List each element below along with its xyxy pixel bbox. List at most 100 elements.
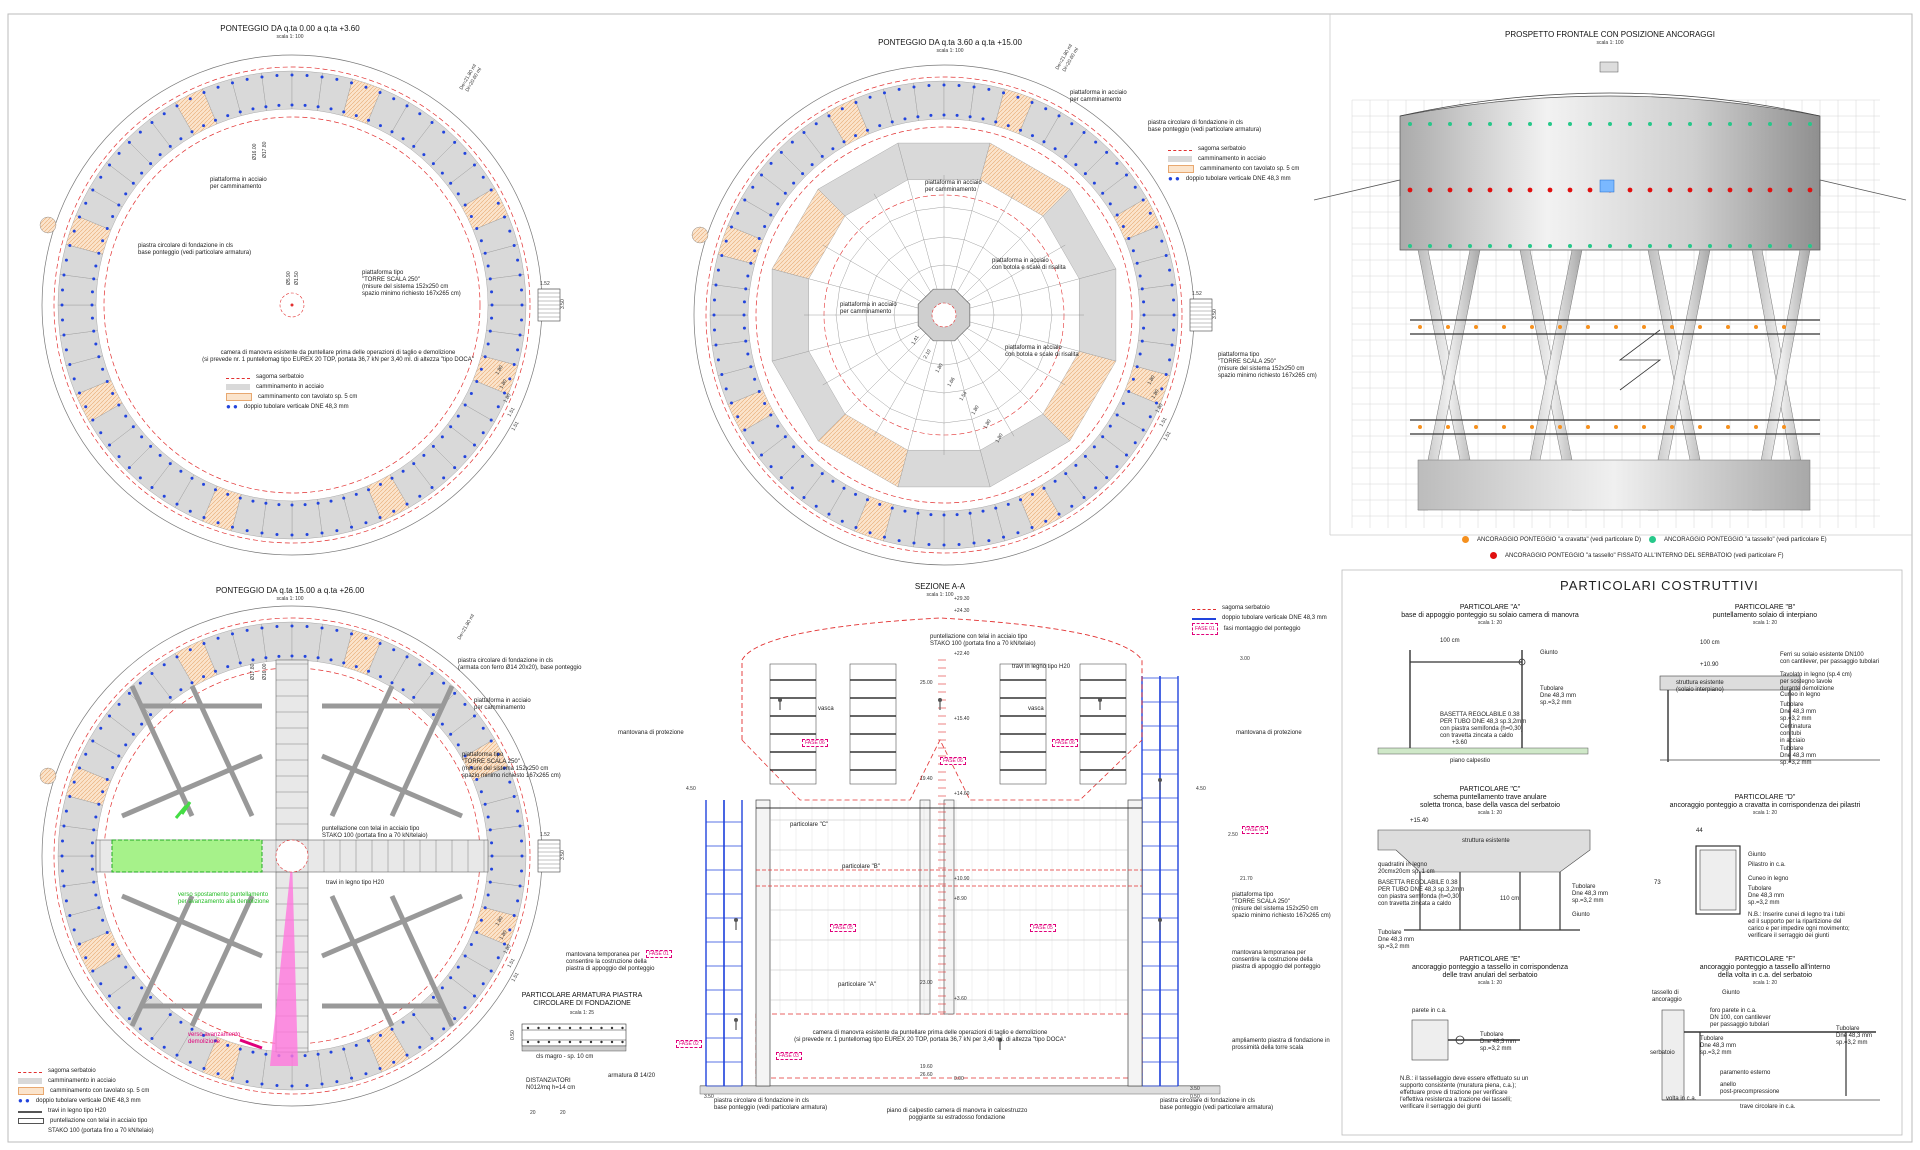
column (943, 799, 955, 1015)
detail-A-scale: scala 1: 20 (1477, 620, 1503, 626)
vertical-pipe-dot (868, 95, 872, 99)
vertical-pipe-dot (463, 954, 467, 958)
vertical-pipe-dot (60, 869, 64, 873)
vertical-pipe-dot (865, 498, 869, 502)
dim-text: 1.80 (971, 404, 981, 416)
vertical-pipe-dot (251, 499, 255, 503)
vertical-pipe-dot (801, 454, 805, 458)
anchor-legend-text: ANCORAGGIO PONTEGGIO "a tassello" (vedi … (1663, 536, 1827, 543)
vertical-pipe-dot (350, 632, 354, 636)
legend-row: travi in legno tipo H20 (18, 1106, 154, 1116)
vertical-pipe-dot (84, 956, 88, 960)
vertical-pipe-dot (483, 906, 487, 910)
vertical-pipe-dot (1019, 498, 1023, 502)
vertical-pipe-dot (1135, 365, 1139, 369)
anchor-cravatta-dot (1586, 325, 1590, 329)
vertical-pipe-dot (1141, 428, 1145, 432)
anchor-cravatta-dot (1614, 325, 1618, 329)
detail-A-label-4: 100 cm (1440, 638, 1460, 644)
vertical-pipe-dot (827, 114, 831, 118)
dim-text: 1.80 (1151, 388, 1161, 400)
vertical-pipe-dot (1121, 401, 1125, 405)
anchor-legend-text: ANCORAGGIO PONTEGGIO "a cravatta" (vedi … (1477, 536, 1641, 543)
vertical-pipe-dot (1064, 154, 1068, 158)
vertical-pipe-dot (442, 130, 446, 134)
vertical-pipe-dot (91, 739, 95, 743)
tank-body (1399, 95, 1821, 251)
vertical-pipe-dot (150, 121, 154, 125)
vertical-pipe-dot (202, 482, 206, 486)
anchor-cravatta-dot (1614, 425, 1618, 429)
vertical-pipe-dot (463, 754, 467, 758)
pillar (1699, 849, 1737, 911)
roof-lantern (1599, 61, 1619, 73)
shoring-move-zone (111, 839, 263, 873)
vertical-pipe-dot (124, 965, 128, 969)
legend-row: sagoma serbatoio (1168, 144, 1299, 154)
vertical-pipe-dot (742, 313, 746, 317)
vertical-pipe-dot (890, 120, 894, 124)
legend-row: ● ●doppio tubolare verticale DNE 48,3 mm (1168, 174, 1299, 184)
anchor-internal-dot (1587, 187, 1593, 193)
dim-text: 1.51 (507, 957, 517, 969)
legend-row: ● ●doppio tubolare verticale DNE 48,3 mm (226, 402, 357, 412)
plan1-label-platform: piattaforma in acciaio per camminamento (210, 177, 267, 190)
vertical-pipe-dot (1092, 181, 1096, 185)
vertical-pipe-dot (942, 113, 946, 117)
armatura-label-0: cls magro - sp. 10 cm (536, 1054, 594, 1060)
dim-text: 3.50 (1190, 1086, 1200, 1092)
detail-A-label-2: BASETTA REGOLABILE 0.38 PER TUBO DNE 48,… (1440, 712, 1527, 739)
vertical-pipe-dot (1154, 225, 1158, 229)
vertical-pipe-dot (744, 287, 748, 291)
legend-phase-tag: FASE 01 (1192, 623, 1218, 635)
detail-C-label-7: Tubolare Dne 48,3 mm sp.=3,2 mm (1378, 930, 1415, 950)
vertical-pipe-dot (364, 1072, 368, 1076)
vertical-pipe-dot (481, 431, 485, 435)
radial-line (822, 327, 922, 386)
vertical-pipe-dot (751, 441, 755, 445)
vertical-pipe-dot (264, 656, 268, 660)
vertical-pipe-dot (1030, 492, 1034, 496)
radial-line (956, 193, 1015, 293)
plan3-label-plinth: piastra circolare di fondazione in cls (… (458, 658, 582, 671)
ring-line (865, 236, 1023, 394)
vertical-pipe-dot (749, 365, 753, 369)
vertical-pipe-dot (1131, 249, 1135, 253)
phase-tag-05a: FASE 05 (830, 924, 856, 932)
base-chamber (1417, 459, 1811, 511)
dim-text: 1.52 (1192, 291, 1202, 297)
vertical-pipe-dot (108, 714, 112, 718)
vertical-pipe-dot (60, 839, 64, 843)
detail-A-label-5: +3.60 (1452, 740, 1468, 746)
detail-F-title: PARTICOLARE "F" ancoraggio ponteggio a t… (1699, 956, 1831, 979)
legend-row: camminamento in acciaio (226, 382, 357, 392)
vertical-pipe-dot (1172, 328, 1176, 332)
inner-shape-outline (755, 126, 1133, 504)
vertical-pipe-dot (127, 691, 131, 695)
vertical-pipe-dot (72, 377, 76, 381)
vertical-pipe-dot (840, 519, 844, 523)
vertical-pipe-dot (903, 117, 907, 121)
vertical-pipe-dot (354, 665, 358, 669)
anchor-cravatta-dot (1782, 425, 1786, 429)
vertical-pipe-dot (226, 665, 230, 669)
dim-text: 19.60 (920, 1064, 933, 1070)
vertical-pipe-dot (742, 326, 746, 330)
vertical-pipe-dot (168, 462, 172, 466)
anchor-legend-1: ANCORAGGIO PONTEGGIO "a cravatta" (vedi … (1462, 536, 1827, 543)
armatura-label-2: DISTANZIATORI N012/mq h=14 cm (526, 1078, 576, 1091)
vertical-pipe-dot (994, 120, 998, 124)
vertical-pipe-dot (78, 942, 82, 946)
vertical-pipe-dot (1160, 387, 1164, 391)
legend-swatch-blank (18, 1128, 42, 1134)
anchor-cravatta-dot (1698, 325, 1702, 329)
worker-icon (778, 698, 782, 702)
inner-platform (1079, 268, 1117, 362)
section-label-vasca-right: vasca (1028, 706, 1044, 712)
vertical-pipe-dot (418, 112, 422, 116)
detail-E-label-2: N.B.: il tassellaggio deve essere effett… (1400, 1076, 1529, 1110)
legend-text: camminamento con tavolato sp. 5 cm (258, 394, 358, 400)
vertical-pipe-dot (62, 333, 66, 337)
vertical-pipe-dot (430, 485, 434, 489)
